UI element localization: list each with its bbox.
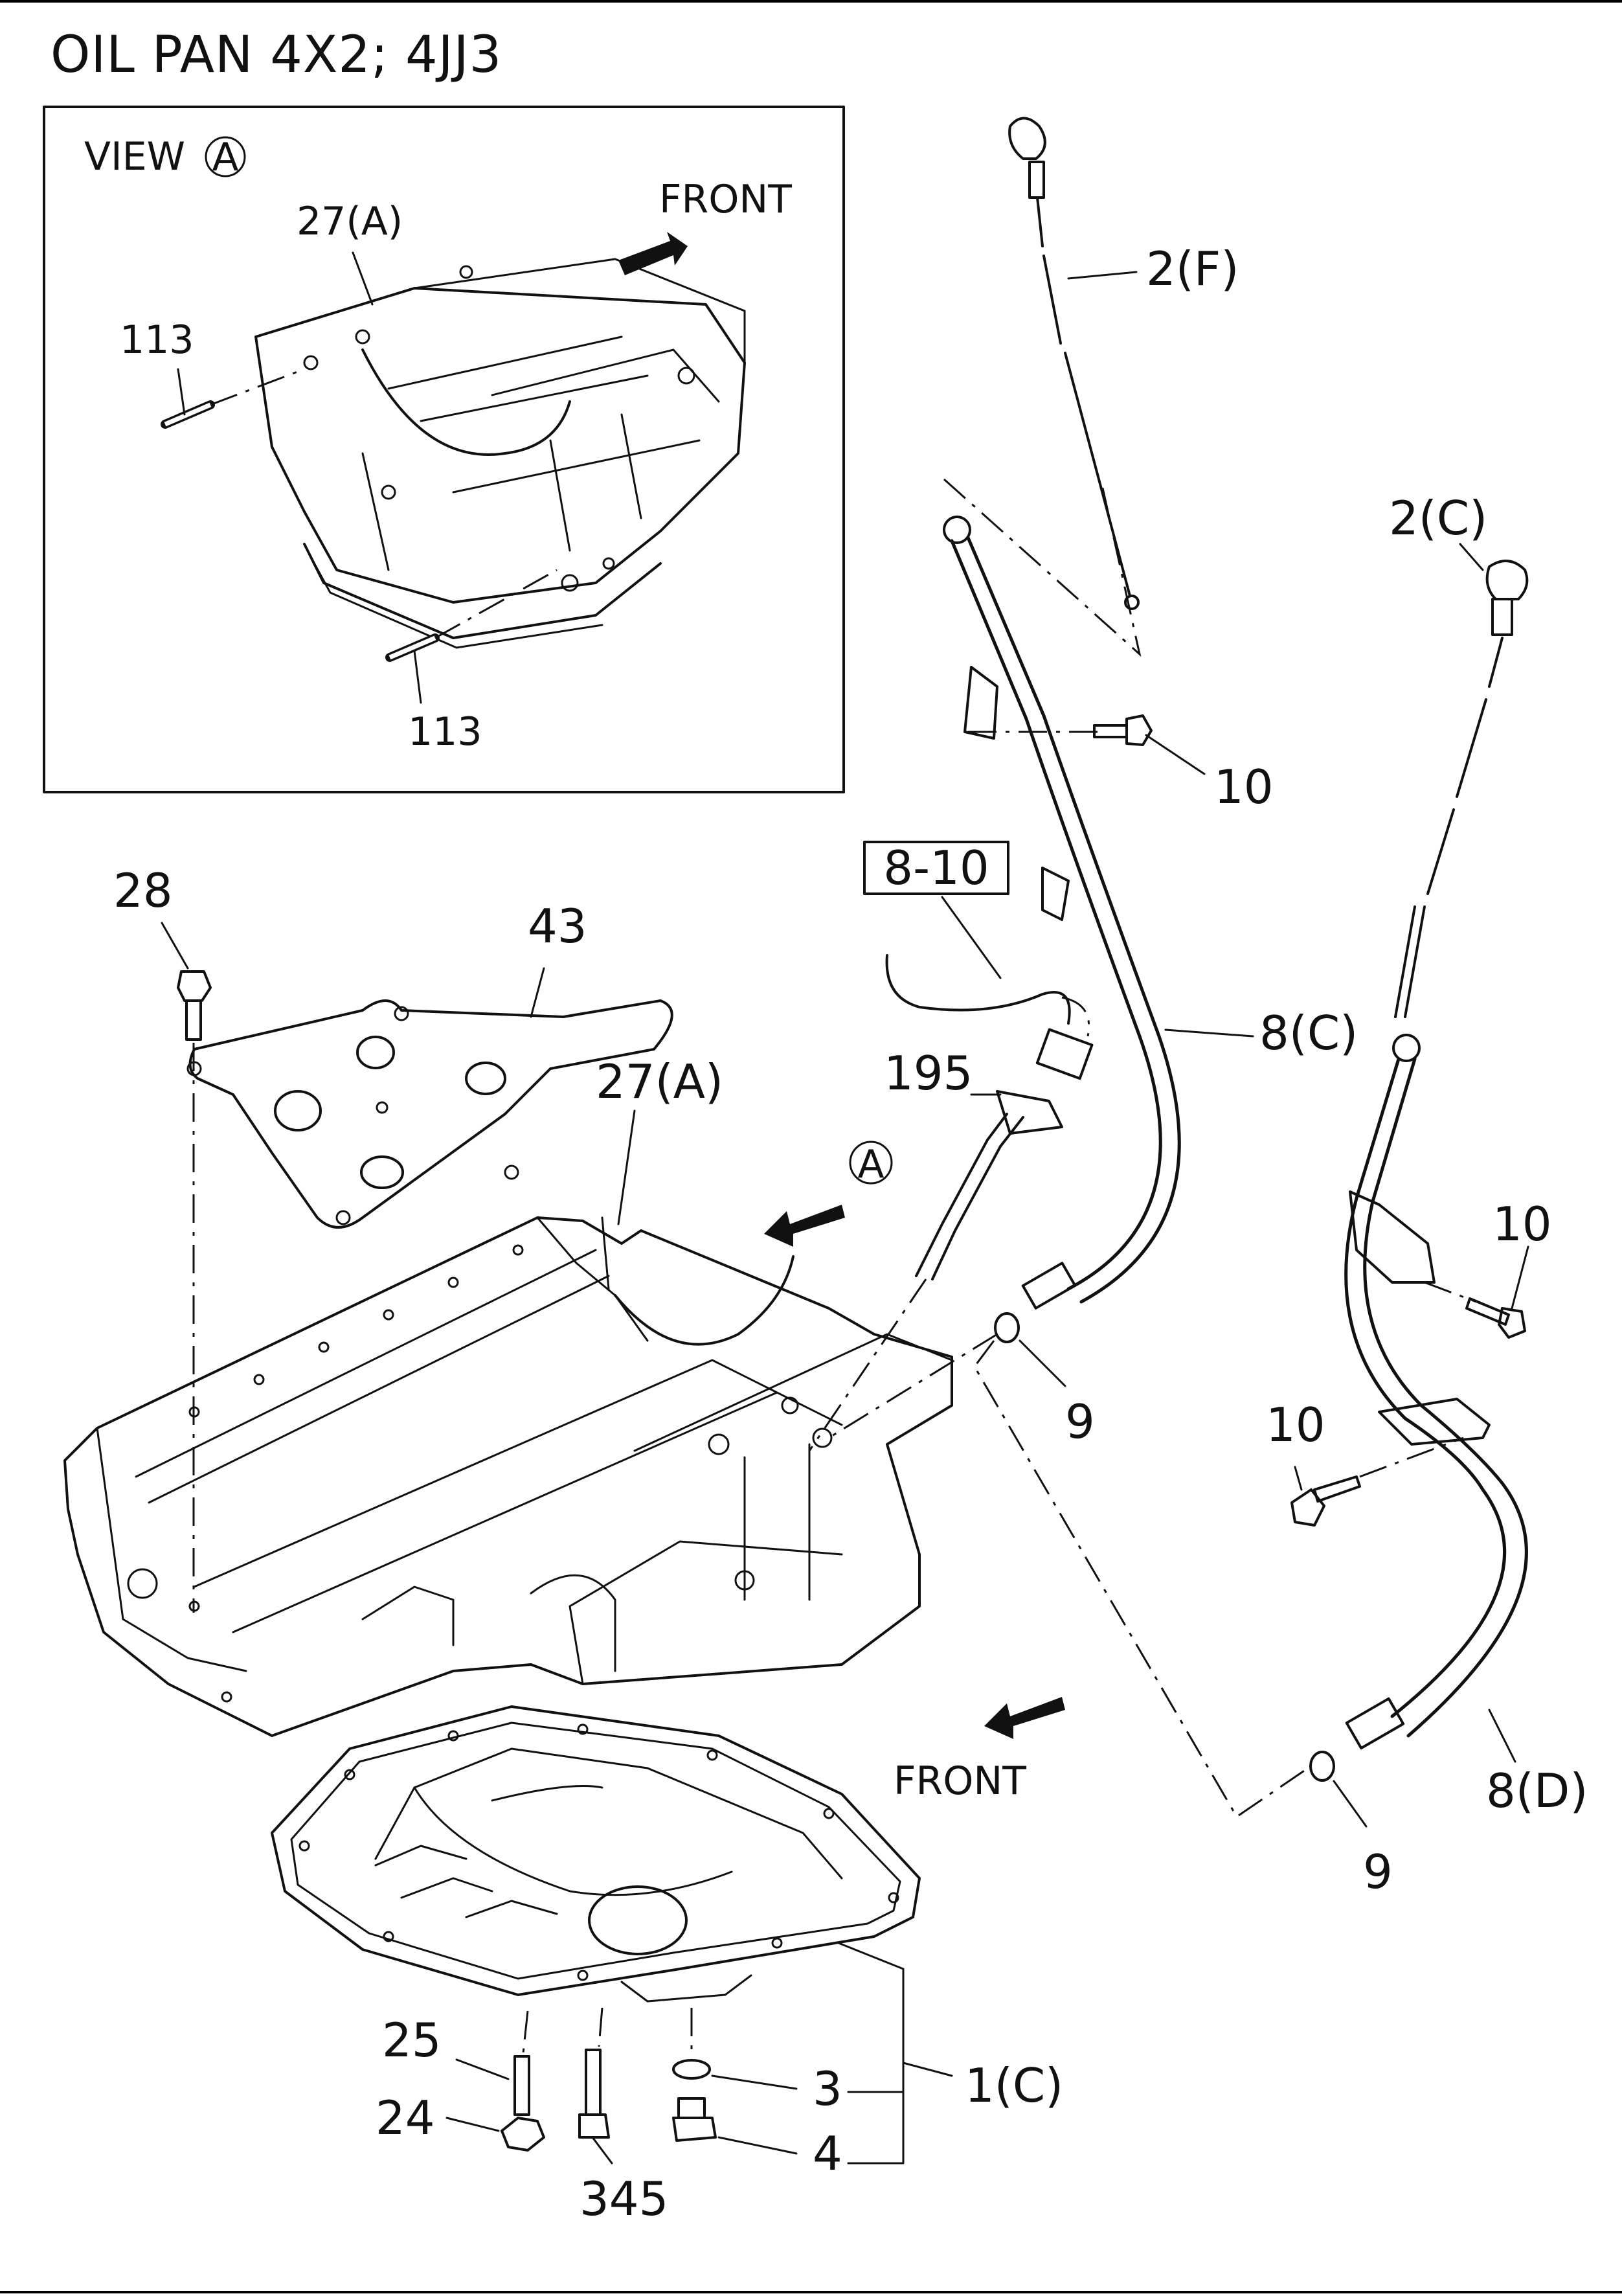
nut-24: 24 [376,2091,545,2152]
callout-25: 25 [382,2013,442,2067]
ref-box-8-10-label: 8-10 [883,841,989,895]
dipstick-2f: 2(F) [943,117,1239,657]
sensor-195: 195 [808,1046,1063,1451]
dipstick-2f-insertion-line [943,478,1142,657]
crankcase-27a: 27(A) [63,1054,953,1737]
view-a-marker: A [764,1141,893,1247]
view-a-letter: A [857,1142,884,1187]
callout-2c: 2(C) [1389,491,1487,545]
callout-10-lower: 10 [1266,1398,1325,1452]
callout-2f: 2(F) [1146,242,1239,296]
callout-3: 3 [813,2062,842,2116]
harness-8-10: 8-10 [863,841,1094,1080]
bracket-1c: 1(C) [847,1968,1063,2165]
inset-callout-27a: 27(A) [297,199,403,244]
guide-tube-8d: 8(D) [1344,1034,1588,1818]
front-label: FRONT [894,1758,1026,1804]
inset-view-letter: A [212,135,238,180]
ref-box-8-10 [863,841,1009,895]
callout-1c: 1(C) [965,2058,1063,2113]
callout-28: 28 [113,863,173,918]
main-front-indicator: FRONT [894,1697,1065,1804]
o-ring-alignment-line [973,1340,1309,1819]
inset-front-arrow-icon [618,232,688,275]
inset-dowel-pin-upper [161,368,305,429]
dipstick-2c: 2(C) [1389,491,1529,1018]
inset-view-label: VIEW [84,134,185,179]
callout-195: 195 [884,1046,973,1100]
bolt-28: 28 [113,863,212,1613]
oil-pan-1c [271,1705,921,2003]
callout-345: 345 [580,2172,668,2226]
bolt-10-lower: 10 [1266,1398,1464,1527]
diagram-title: OIL PAN 4X2; 4JJ3 [51,26,502,84]
drain-plug-4: 4 [672,2097,842,2181]
inset-callout-113-upper: 113 [120,317,194,363]
bolt-345: 345 [578,2007,668,2226]
view-a-arrow-icon [764,1205,845,1247]
stud-25: 25 [382,2010,530,2116]
bolt-10-right: 10 [1424,1197,1552,1339]
guide-tube-8c: 8(C) [943,516,1358,1310]
inset-view-circle [205,136,246,177]
plate-43: 43 [186,899,673,1229]
bolt-10-upper: 10 [1093,714,1274,814]
callout-9-lower: 9 [1363,1845,1393,1899]
front-arrow-icon [984,1697,1065,1739]
tube-alignment-line [828,1333,998,1439]
inset-front-label: FRONT [659,177,792,222]
inset-frame [43,106,845,793]
callout-24: 24 [376,2091,435,2145]
inset-dowel-pin-lower [385,569,558,662]
callout-10-upper: 10 [1214,760,1274,814]
inset-engine-block [254,258,746,649]
top-rule [0,0,1622,3]
o-ring-9-upper: 9 [994,1312,1095,1449]
callout-10-right: 10 [1492,1197,1552,1251]
washer-3: 3 [672,2008,842,2116]
inset-view-a: VIEW A FRONT [43,106,845,793]
inset-callout-113-lower: 113 [408,709,482,755]
callout-43: 43 [528,899,587,953]
callout-4: 4 [813,2126,842,2181]
callout-9-upper: 9 [1065,1394,1095,1449]
callout-8d: 8(D) [1486,1764,1588,1818]
bottom-rule [0,2291,1622,2293]
callout-8c: 8(C) [1259,1006,1358,1060]
callout-27a: 27(A) [596,1054,723,1109]
o-ring-9-lower: 9 [1309,1751,1393,1899]
